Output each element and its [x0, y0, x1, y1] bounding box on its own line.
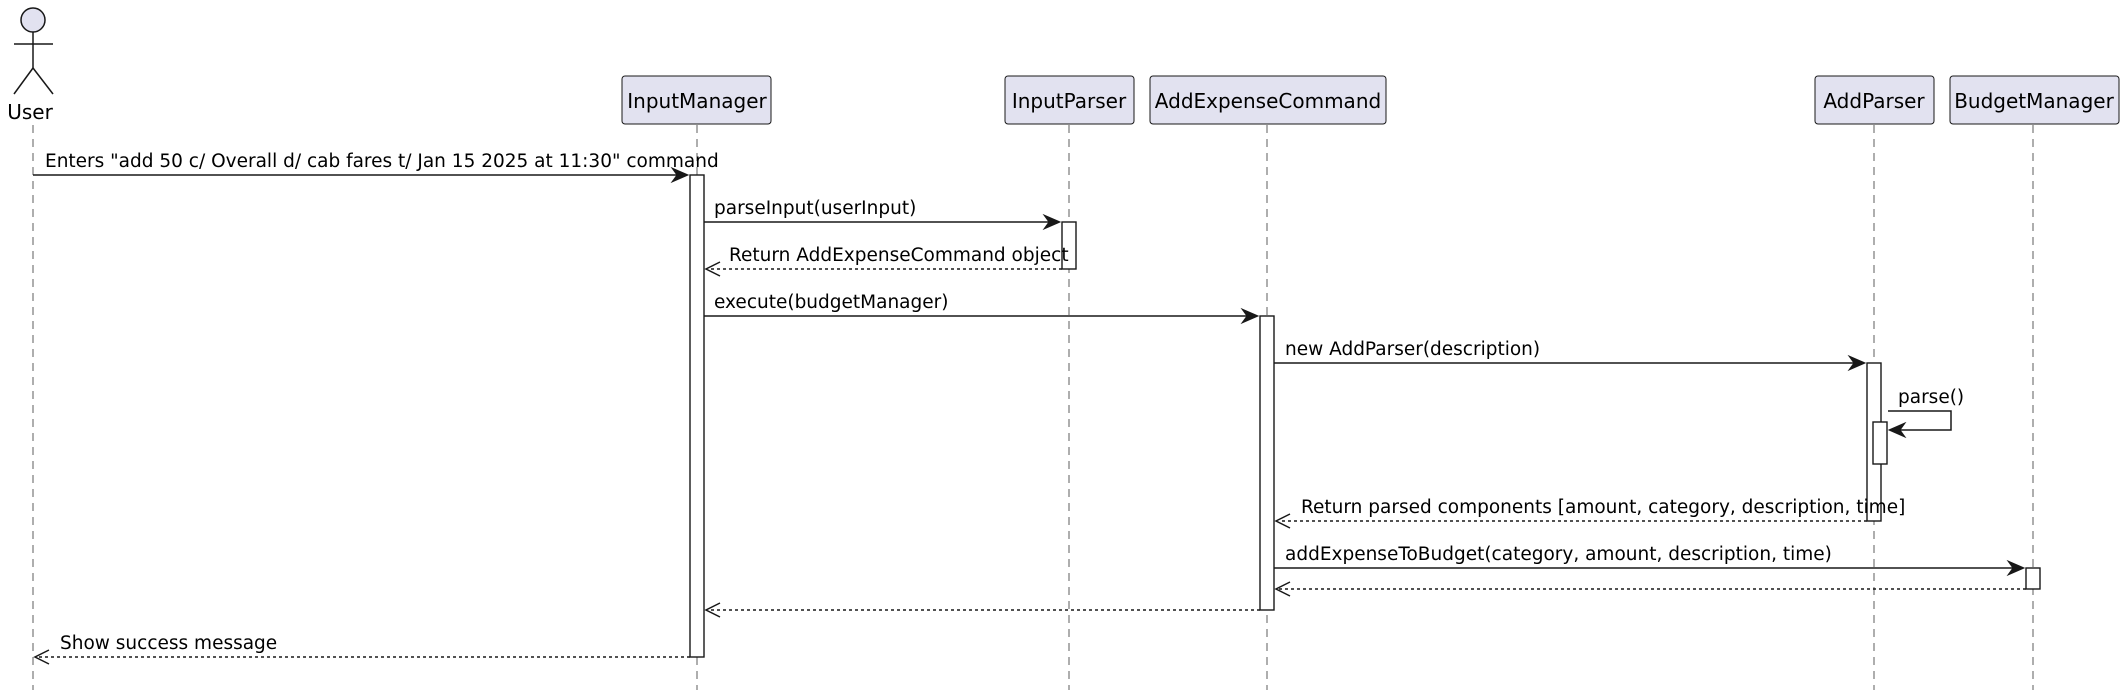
message-label: Enters "add 50 c/ Overall d/ cab fares t…: [45, 151, 719, 172]
activation-budgetmanager: [2025, 567, 2041, 590]
message-return-command-object: Return AddExpenseCommand object: [704, 245, 1069, 277]
activation-addexpensecommand: [1259, 315, 1275, 611]
user-actor-icon: [13, 7, 54, 95]
message-show-success: Show success message: [33, 633, 690, 665]
participant-label: InputManager: [627, 89, 767, 113]
activation-inputmanager: [689, 174, 705, 658]
message-label: Show success message: [60, 633, 277, 654]
actor-label: User: [7, 100, 53, 124]
message-label: parse(): [1898, 387, 1964, 408]
participant-label: AddExpenseCommand: [1155, 89, 1381, 113]
message-parse-input: parseInput(userInput): [704, 198, 1062, 231]
message-return-to-inputmanager: [704, 602, 1260, 618]
message-label: parseInput(userInput): [714, 198, 916, 219]
message-return-budgetmanager: [1274, 581, 2026, 597]
participant-addparser: AddParser: [1814, 75, 1935, 125]
participant-label: InputParser: [1012, 89, 1127, 113]
message-new-addparser: new AddParser(description): [1274, 339, 1867, 372]
participant-addexpensecommand: AddExpenseCommand: [1149, 75, 1387, 125]
message-enter-command: Enters "add 50 c/ Overall d/ cab fares t…: [33, 151, 719, 184]
activation-addparser-nested: [1872, 421, 1888, 465]
activation-inputparser: [1061, 221, 1077, 270]
participant-label: BudgetManager: [1954, 89, 2114, 113]
participant-inputparser: InputParser: [1004, 75, 1135, 125]
participant-label: AddParser: [1823, 89, 1925, 113]
message-execute: execute(budgetManager): [704, 292, 1260, 325]
participant-budgetmanager: BudgetManager: [1949, 75, 2120, 125]
message-parse-self: parse(): [1887, 387, 1964, 439]
participant-inputmanager: InputManager: [621, 75, 772, 125]
message-label: Return AddExpenseCommand object: [729, 245, 1069, 266]
message-return-parsed-components: Return parsed components [amount, catego…: [1274, 497, 1905, 529]
message-label: execute(budgetManager): [714, 292, 948, 313]
message-label: new AddParser(description): [1285, 339, 1540, 360]
message-label: Return parsed components [amount, catego…: [1301, 497, 1905, 518]
message-add-expense-to-budget: addExpenseToBudget(category, amount, des…: [1274, 544, 2026, 577]
message-label: addExpenseToBudget(category, amount, des…: [1285, 544, 1832, 565]
